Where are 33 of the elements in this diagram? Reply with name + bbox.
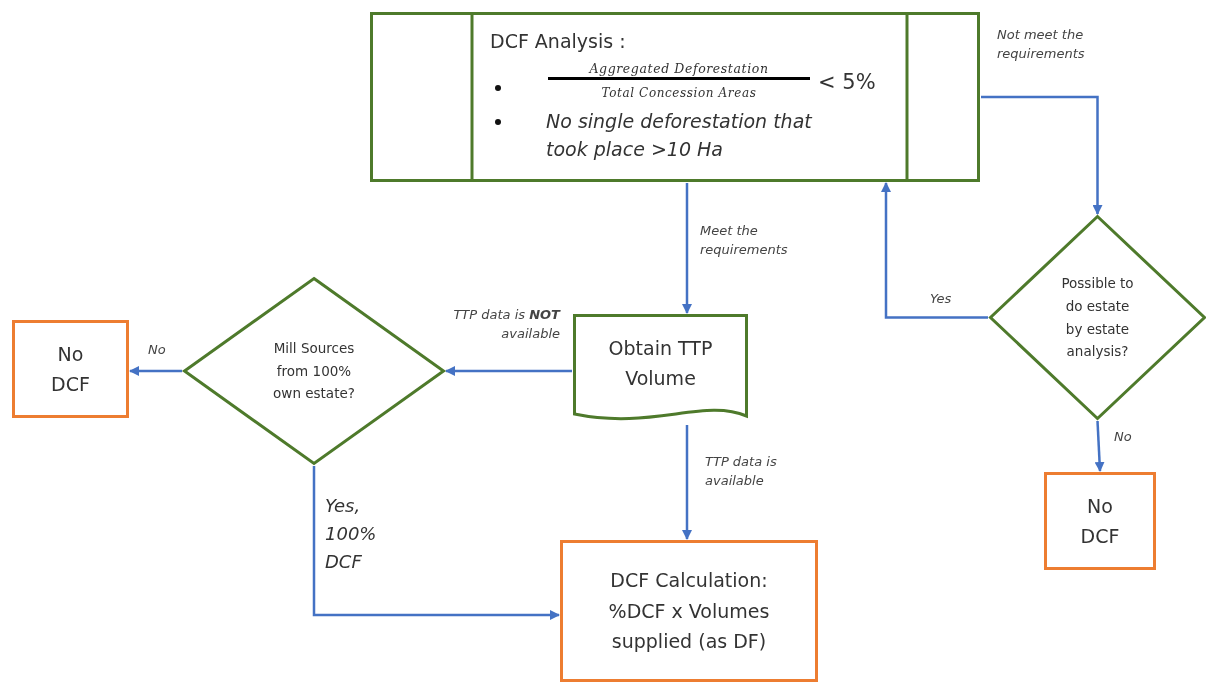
edge-label: No — [1114, 428, 1133, 446]
process-text: No DCF — [1079, 493, 1121, 549]
heading: DCF Analysis : — [490, 30, 626, 52]
arrow — [682, 183, 692, 314]
fraction-numerator: Aggregated Deforestation — [548, 61, 810, 80]
process-box — [12, 320, 129, 418]
fraction-denominator: Total Concession Areas — [600, 86, 758, 100]
process-box — [1044, 472, 1156, 570]
process-text: No DCF — [50, 341, 91, 397]
arrow — [312, 466, 560, 620]
decision-text: Possible to do estate by estate analysis? — [1060, 273, 1135, 362]
process-text: Obtain TTP Volume — [607, 335, 714, 391]
edge-label: TTP data is available — [705, 453, 778, 490]
process-box — [560, 540, 818, 682]
decision-diamond — [989, 215, 1206, 420]
edge-label: Yes — [930, 290, 953, 308]
arrow — [129, 366, 182, 376]
edge-label: Meet the requirements — [700, 222, 789, 259]
arrow — [445, 366, 572, 376]
edge-label: Not meet the requirements — [997, 26, 1086, 63]
inequality-text: < 5% — [818, 70, 876, 94]
arrow — [981, 95, 1103, 215]
edge-label: No — [148, 341, 167, 359]
arrow — [682, 425, 692, 540]
edge-label: TTP data is NOT available — [452, 306, 560, 343]
edge-label: Yes, 100% DCF — [325, 494, 378, 574]
process-text: DCF Calculation: %DCF x Volumes supplied (as DF) — [607, 568, 771, 655]
criterion-text: No single deforestation that took place >10 Ha — [546, 109, 814, 162]
decision-text: Mill Sources from 100% own estate? — [272, 338, 356, 404]
arrow — [1094, 420, 1105, 472]
predefined-process-box — [370, 12, 980, 182]
decision-diamond — [183, 277, 445, 465]
arrow — [881, 182, 988, 319]
